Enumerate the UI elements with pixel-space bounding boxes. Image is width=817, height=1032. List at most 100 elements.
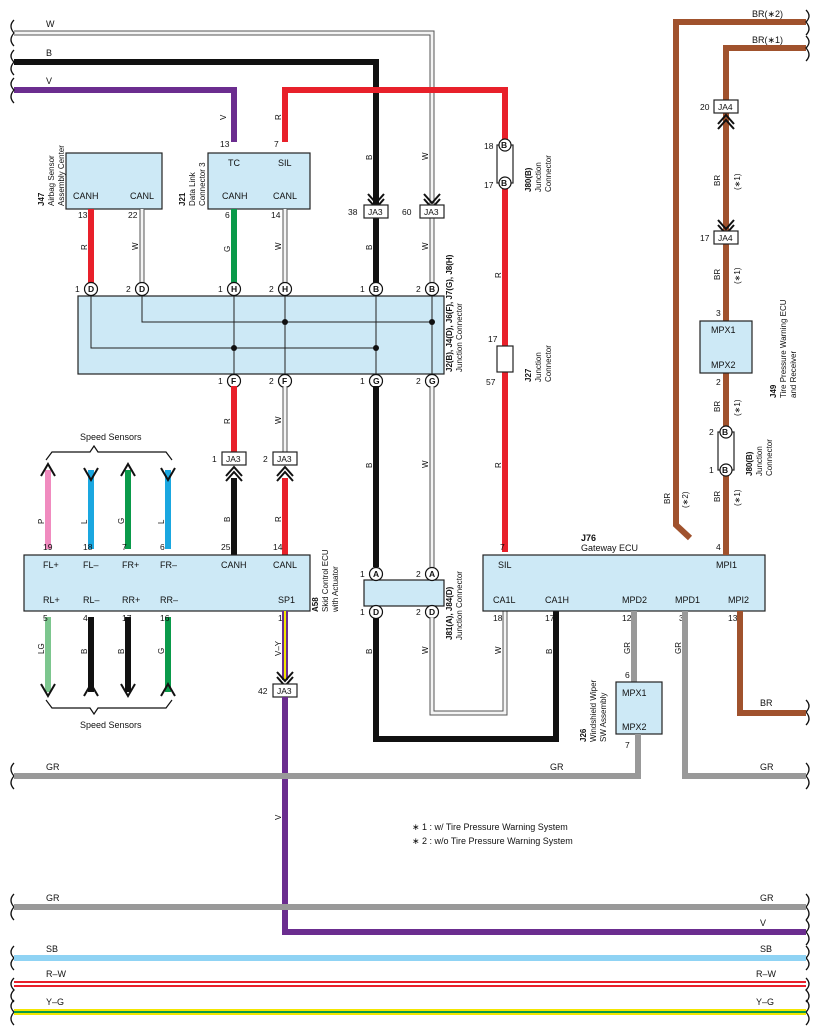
j76-name: Gateway ECU (581, 543, 638, 553)
j21-pin-canl: 14 (271, 210, 281, 220)
jc-bot-pin-1-number: 2 (269, 376, 274, 386)
jc-bot-pin-0: F1 (218, 373, 242, 389)
top-wire-br2 (673, 19, 806, 541)
jc-top-pin-4-number: 1 (360, 284, 365, 294)
j76-top-label-0: SIL (498, 560, 512, 570)
svg-text:57: 57 (486, 377, 496, 387)
j21-pin-canh: 6 (225, 210, 230, 220)
junction-connector-main-box (77, 295, 445, 375)
j76-bot-pin-1: 17 (545, 613, 555, 623)
a58-top-pin-1: 18 (83, 542, 93, 552)
j49-pin-top: 3 (716, 308, 721, 318)
jc-bot-pin-3-number: 2 (416, 376, 421, 386)
speed-bot-wire-label-0: LG (37, 643, 46, 654)
svg-text:J81(A), J84(D): J81(A), J84(D) (445, 586, 454, 640)
svg-text:Data Link: Data Link (188, 171, 197, 206)
wire-label-b-canh: B (223, 517, 232, 522)
a58-bot-label-2: RR+ (122, 595, 140, 605)
bottom-wire-gr-label-left: GR (46, 893, 60, 903)
svg-text:38: 38 (348, 207, 358, 217)
svg-text:Windshield Wiper: Windshield Wiper (589, 679, 598, 742)
j21-pin-sil: 7 (274, 139, 279, 149)
j76-top-pin-1: 4 (716, 542, 721, 552)
svg-text:BR: BR (713, 175, 722, 186)
wire-j26-gr-out (14, 734, 641, 779)
j26-pin-bottom: 7 (625, 740, 630, 750)
wire-label-b-ca1h: B (545, 649, 554, 654)
svg-text:2: 2 (263, 454, 268, 464)
j76-bot-label-3: MPD1 (675, 595, 700, 605)
svg-text:J80(B): J80(B) (745, 451, 754, 476)
a58-top-label-0: FL+ (43, 560, 59, 570)
svg-text:with Actuator: with Actuator (331, 566, 340, 613)
jc-top-pin-3: H2 (269, 281, 293, 297)
svg-text:Connector: Connector (765, 439, 774, 476)
j21-sil-label: SIL (278, 158, 292, 168)
wire-v-down (282, 697, 806, 935)
svg-text:BR: BR (713, 401, 722, 412)
bottom-wire-rw-label-left: R–W (46, 969, 67, 979)
a58-bot-pin-2: 17 (122, 613, 132, 623)
wire-label-w-g2: W (421, 460, 430, 468)
wire-label-w-j81: W (421, 646, 430, 654)
svg-text:JA4: JA4 (718, 233, 733, 243)
svg-text:B: B (365, 155, 374, 160)
jc-top-pin-4: B1 (360, 281, 384, 297)
top-wire-br1 (723, 45, 806, 545)
svg-text:1: 1 (709, 465, 714, 475)
j81-junction-box (363, 579, 445, 607)
a58-skid-control-ecu-box (23, 554, 311, 612)
svg-text:R: R (274, 114, 283, 120)
top-wire-br1-label: BR(∗1) (752, 35, 783, 45)
svg-text:and Receiver: and Receiver (789, 351, 798, 398)
top-wire-br2-label: BR(∗2) (752, 9, 783, 19)
svg-text:Tire Pressure Warning ECU: Tire Pressure Warning ECU (779, 299, 788, 398)
svg-text:1: 1 (212, 454, 217, 464)
svg-text:Junction: Junction (755, 446, 764, 476)
j26-pin-top: 6 (625, 670, 630, 680)
ja3-60-connector: JA3 60 (402, 193, 445, 219)
svg-text:B: B (722, 465, 728, 475)
j76-gateway-ecu-box (482, 554, 766, 612)
j76-bot-pin-0: 18 (493, 613, 503, 623)
svg-text:(∗1): (∗1) (733, 489, 742, 506)
svg-text:R: R (80, 244, 89, 250)
wire-j81-w-loop (429, 611, 508, 716)
j27-title: J27 Junction Connector (524, 345, 553, 382)
ja4-17-connector: JA4 17 (700, 219, 739, 245)
wire-label-vy: V–Y (274, 640, 283, 656)
svg-text:2: 2 (709, 427, 714, 437)
a58-bot-pin-1: 4 (83, 613, 88, 623)
a58-bot-label-1: RL– (83, 595, 100, 605)
wire-mpd1-gr (682, 611, 806, 779)
svg-text:42: 42 (258, 686, 268, 696)
j76-ref: J76 (581, 533, 596, 543)
j27-connector: 17 57 (486, 334, 514, 387)
jc-top-pin-1-number: 2 (126, 284, 131, 294)
wire-label-gr-mid: GR (550, 762, 564, 772)
j76-bot-pin-2: 12 (622, 613, 632, 623)
a58-top-pin-5: 14 (273, 542, 283, 552)
speed-sensors-bottom-label: Speed Sensors (80, 720, 142, 730)
j47-canh-label: CANH (73, 191, 99, 201)
top-wire-b (14, 59, 379, 205)
ja3-1-connector: JA3 1 (212, 451, 247, 482)
j81-bot-pin-1: D2 (416, 604, 440, 620)
wire-label-r-canl: R (274, 516, 283, 522)
a58-top-label-2: FR+ (122, 560, 139, 570)
svg-text:17: 17 (700, 233, 710, 243)
j81-bot-pin-0-letter: D (373, 607, 379, 617)
a58-bot-label-4: SP1 (278, 595, 295, 605)
jc-bot-pin-3: G2 (416, 373, 440, 389)
note-2: ∗ 2 : w/o Tire Pressure Warning System (412, 836, 573, 846)
a58-bot-pin-3: 16 (160, 613, 170, 623)
jc-bot-pin-1-letter: F (282, 376, 287, 386)
j81-bot-pin-0-number: 1 (360, 607, 365, 617)
speed-bot-wire-label-3: G (157, 648, 166, 654)
a58-bot-pin-0: 5 (43, 613, 48, 623)
a58-top-label-3: FR– (160, 560, 177, 570)
a58-top-label-5: CANL (273, 560, 297, 570)
top-wire-w-label: W (46, 19, 55, 29)
